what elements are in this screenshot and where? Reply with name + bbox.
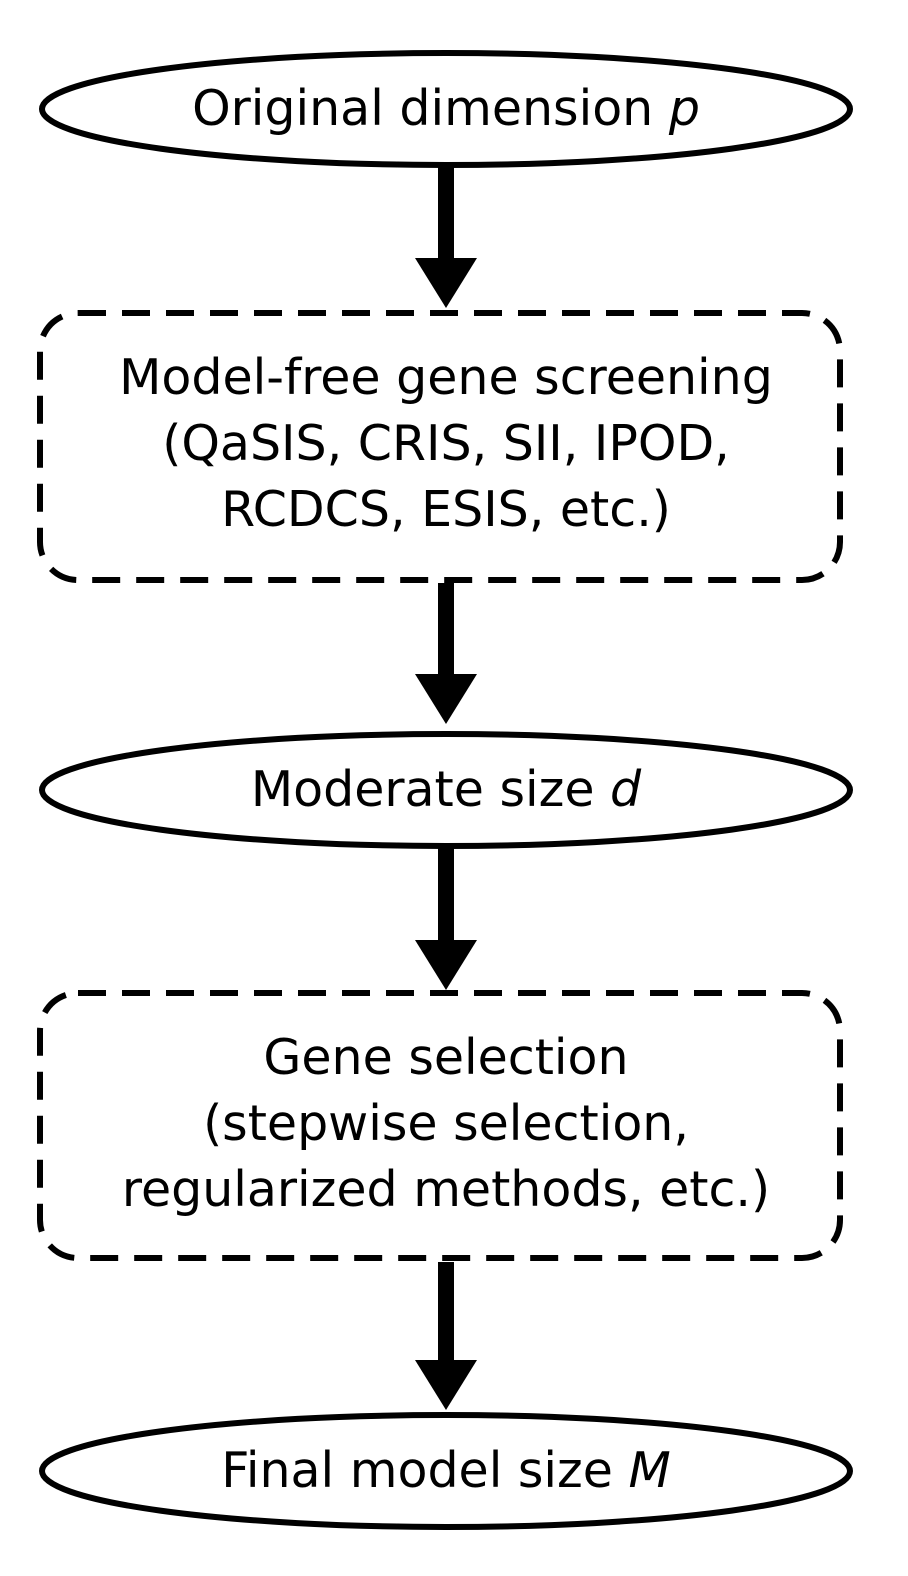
gene-screening-box (37, 310, 843, 583)
moderate-size-text: Moderate size (250, 761, 611, 818)
original-dimension-text: Original dimension (192, 80, 669, 137)
arrow-3 (415, 846, 477, 990)
gene-selection-title: Gene selection (263, 1029, 629, 1086)
gene-screening-title: Model-free gene screening (119, 349, 773, 406)
original-dimension-symbol: p (668, 80, 700, 137)
final-model-size-symbol: M (628, 1442, 671, 1499)
gene-selection-box (37, 990, 843, 1261)
gene-screening-methods-line2: RCDCS, ESIS, etc.) (221, 481, 671, 538)
gene-selection-label: Gene selection (stepwise selection, regu… (46, 1025, 846, 1223)
arrow-4 (415, 1262, 477, 1410)
gene-screening-methods-line1: (QaSIS, CRIS, SII, IPOD, (162, 415, 730, 472)
moderate-size-label: Moderate size d (46, 757, 846, 823)
final-model-size-ellipse (39, 1412, 853, 1530)
gene-selection-methods-line2: regularized methods, etc.) (121, 1161, 771, 1218)
final-model-size-text: Final model size (221, 1442, 629, 1499)
original-dimension-label: Original dimension p (46, 76, 846, 142)
arrow-2 (415, 583, 477, 724)
gene-screening-label: Model-free gene screening (QaSIS, CRIS, … (46, 345, 846, 543)
arrow-1 (415, 165, 477, 308)
final-model-size-label: Final model size M (46, 1438, 846, 1504)
gene-selection-methods-line1: (stepwise selection, (203, 1095, 689, 1152)
moderate-size-symbol: d (610, 761, 642, 818)
